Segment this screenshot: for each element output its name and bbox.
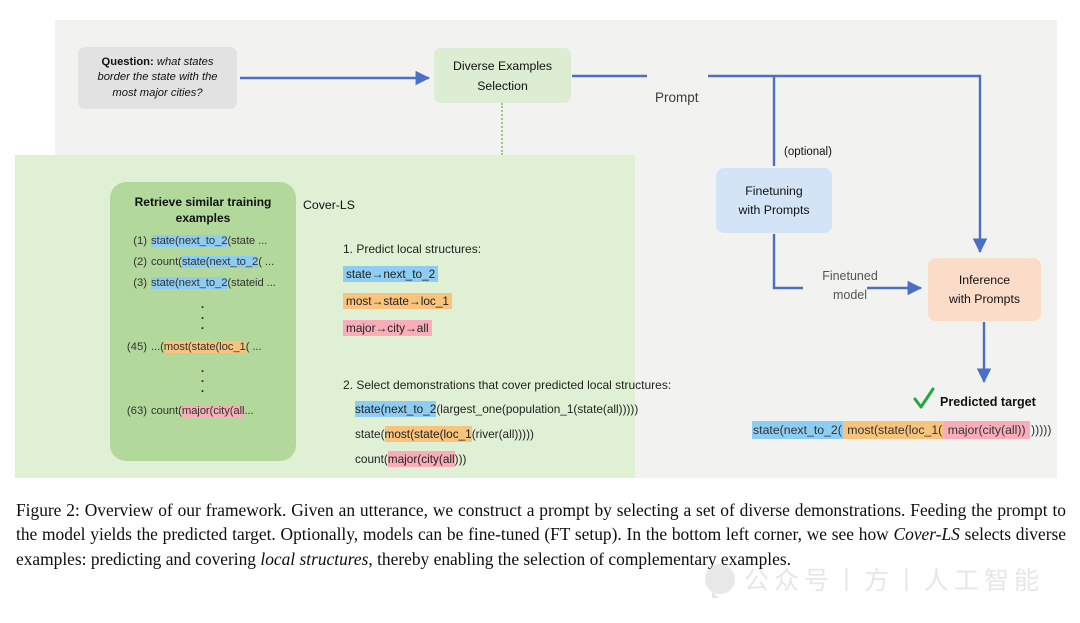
expression-segment-2: most(state(loc_1( bbox=[842, 421, 944, 439]
demonstration-row-1: state(next_to_2(largest_one(population_1… bbox=[355, 401, 639, 417]
framework-diagram-canvas: Question: what states border the state w… bbox=[15, 20, 1057, 478]
expression-segment-3: (river(all))))) bbox=[471, 427, 534, 441]
retrieve-box-title: Retrieve similar training examples bbox=[120, 194, 286, 226]
expression-segment-1: count( bbox=[151, 256, 182, 269]
local-structure-3: major→city→all bbox=[343, 320, 432, 336]
expression-segment-4: ))))) bbox=[1031, 423, 1052, 437]
retrieve-row-expression: count(state(next_to_2( ... bbox=[151, 256, 275, 269]
expression-segment-2: major(city(all bbox=[387, 451, 455, 467]
retrieve-row-expression: ...(most(state(loc_1( ... bbox=[151, 340, 262, 353]
retrieve-title-line-1: Retrieve similar training bbox=[134, 195, 272, 209]
inference-with-prompts-box[interactable]: Inference with Prompts bbox=[928, 258, 1041, 321]
retrieve-examples-box: Retrieve similar training examples (1) st… bbox=[110, 182, 296, 461]
retrieve-row-index: (1) bbox=[133, 235, 147, 248]
diverse-examples-selection-box[interactable]: Diverse Examples Selection bbox=[434, 48, 571, 103]
optional-label: (optional) bbox=[784, 146, 832, 158]
retrieve-row: (2) count(state(next_to_2( ... bbox=[120, 256, 286, 269]
inference-line-1: Inference bbox=[958, 273, 1011, 287]
retrieve-row-expression: count(major(city(all... bbox=[151, 404, 254, 417]
retrieve-rows-list: (1)state(next_to_2(state ...(2)count(sta… bbox=[120, 235, 286, 417]
expression-segment-2: most(state(loc_1 bbox=[163, 340, 246, 353]
expression-segment-1: state(next_to_2( bbox=[752, 421, 843, 439]
expression-segment-2: (stateid ... bbox=[227, 277, 276, 290]
vertical-ellipsis: ... bbox=[200, 293, 206, 333]
finetuning-with-prompts-box[interactable]: Finetuning with Prompts bbox=[716, 168, 832, 233]
question-value: what states border the state with the mo… bbox=[97, 56, 218, 99]
retrieve-row-expression: state(next_to_2(state ... bbox=[151, 235, 268, 248]
expression-segment-1: count( bbox=[355, 452, 388, 466]
retrieve-row-index: (3) bbox=[133, 277, 147, 290]
des-line-2: Selection bbox=[477, 78, 528, 93]
expression-segment-1: state(next_to_2 bbox=[151, 277, 228, 290]
caption-part-1: Overview of our framework. Given an utte… bbox=[16, 500, 1067, 545]
retrieve-row-index: (45) bbox=[126, 340, 147, 353]
expression-segment-1: state(next_to_2 bbox=[151, 235, 228, 248]
step-2-title: 2. Select demonstrations that cover pred… bbox=[343, 378, 672, 392]
des-to-panel-dotted-line bbox=[501, 103, 503, 155]
des-line-1: Diverse Examples bbox=[452, 58, 553, 73]
expression-segment-1: count( bbox=[151, 404, 182, 417]
retrieve-row: (45) ...(most(state(loc_1( ... bbox=[120, 340, 286, 353]
expression-segment-1: ...( bbox=[151, 340, 164, 353]
caption-part-2: selects diverse examples: predicting and… bbox=[16, 524, 1066, 569]
local-structure-2: most→state→loc_1 bbox=[343, 293, 452, 309]
expression-segment-2: most(state(loc_1 bbox=[384, 426, 472, 442]
caption-prefix: Figure 2: bbox=[16, 500, 80, 520]
predicted-target-expression: state(next_to_2( most(state(loc_1( major… bbox=[752, 421, 1052, 439]
retrieve-title-line-2: examples bbox=[175, 211, 231, 226]
finetuned-model-label: Finetuned model bbox=[822, 269, 878, 302]
question-label: Question: bbox=[101, 56, 154, 69]
check-mark-icon bbox=[913, 387, 935, 409]
inference-line-2: with Prompts bbox=[948, 292, 1021, 306]
retrieve-row: (63) count(major(city(all... bbox=[120, 404, 286, 417]
expression-segment-3: ... bbox=[244, 404, 254, 417]
expression-segment-2: (state ... bbox=[227, 235, 268, 248]
expression-segment-1: state( bbox=[355, 427, 385, 441]
finetuning-line-2: with Prompts bbox=[738, 203, 810, 217]
expression-segment-3: major(city(all)) bbox=[943, 421, 1030, 439]
retrieve-row: (3) state(next_to_2(stateid ... bbox=[120, 277, 286, 290]
retrieve-row-index: (2) bbox=[133, 256, 147, 269]
coverls-title: Cover-LS bbox=[303, 198, 355, 212]
question-text: Question: what states border the state w… bbox=[86, 55, 229, 100]
retrieve-row-index: (63) bbox=[126, 404, 147, 417]
step-1-title: 1. Predict local structures: bbox=[343, 242, 482, 256]
expression-segment-1: state(next_to_2 bbox=[355, 401, 437, 417]
prompt-label: Prompt bbox=[655, 90, 699, 105]
finetuning-line-1: Finetuning bbox=[745, 184, 803, 198]
expression-segment-3: ( ... bbox=[245, 340, 262, 353]
demonstration-row-3: count(major(city(all))) bbox=[355, 451, 467, 467]
expression-segment-3: ))) bbox=[454, 452, 467, 466]
expression-segment-2: state(next_to_2 bbox=[181, 256, 259, 269]
caption-emphasis-2: local structures bbox=[260, 548, 369, 569]
expression-segment-3: ( ... bbox=[258, 256, 275, 269]
retrieve-row-expression: state(next_to_2(stateid ... bbox=[151, 277, 276, 290]
question-box: Question: what states border the state w… bbox=[78, 47, 237, 109]
retrieve-row: (1) state(next_to_2(state ... bbox=[120, 235, 286, 248]
caption-emphasis-1: Cover-LS bbox=[893, 524, 960, 545]
caption-part-3: , thereby enabling the selection of comp… bbox=[368, 548, 791, 569]
figure-caption: Figure 2: Overview of our framework. Giv… bbox=[16, 498, 1066, 571]
expression-segment-2: major(city(all bbox=[181, 404, 245, 417]
predicted-target-label: Predicted target bbox=[940, 395, 1036, 409]
local-structure-1: state→next_to_2 bbox=[343, 266, 439, 282]
demonstration-row-2: state(most(state(loc_1(river(all))))) bbox=[355, 426, 534, 442]
expression-segment-2: (largest_one(population_1(state(all))))) bbox=[436, 402, 639, 416]
vertical-ellipsis: ... bbox=[200, 356, 206, 397]
